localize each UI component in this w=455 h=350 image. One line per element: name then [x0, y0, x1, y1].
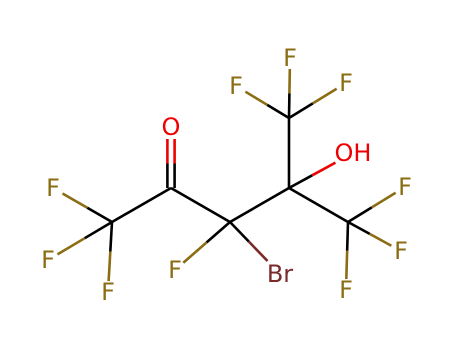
atom-label-f5: F — [229, 72, 243, 100]
atom-label-o1: O — [162, 113, 181, 141]
atom-label-f2: F — [41, 246, 55, 274]
atom-label-br1: Br — [267, 260, 293, 288]
bond-c4-o2-half-b — [311, 161, 337, 177]
bond-c3-f4-half-a — [205, 221, 231, 244]
atom-label-f4: F — [168, 256, 182, 284]
bond-c5-f7-half-a — [288, 102, 314, 120]
atom-label-f9: F — [394, 237, 408, 265]
bond-c6-f8-half-b — [371, 191, 397, 209]
atom-label-f3: F — [101, 278, 115, 306]
bond-c6-f8-half-a — [347, 206, 373, 224]
bond-c1-f1-half-a — [86, 206, 113, 224]
atom-label-f8: F — [398, 173, 412, 201]
bond-c3-c4 — [229, 186, 290, 224]
bond-c3-br1-half-a — [229, 221, 250, 243]
bond-c4-c6 — [288, 186, 349, 224]
bonds-layer — [56, 68, 397, 282]
bond-c2-c3 — [170, 186, 231, 224]
bond-c1-f2-half-b — [56, 237, 86, 256]
bond-c5-f5-half-a — [266, 103, 290, 120]
atom-label-f1: F — [46, 174, 60, 202]
bond-c5-f7-half-b — [312, 87, 338, 105]
bond-c1-f3-half-a — [109, 221, 114, 252]
bond-c4-o2-half-a — [288, 174, 313, 190]
bond-c6-f9-half-a — [347, 220, 371, 236]
atom-label-f7: F — [339, 69, 353, 97]
bond-c1-c2 — [111, 186, 172, 224]
atom-label-f10: F — [339, 276, 353, 304]
bond-c3-f4-half-b — [182, 241, 208, 264]
bond-c6-f9-half-b — [369, 232, 392, 247]
atom-label-f6: F — [283, 44, 297, 72]
bond-c1-f2-half-a — [84, 220, 113, 240]
bond-c1-f1-half-b — [61, 192, 88, 209]
bond-c6-f10-half-b — [345, 250, 349, 280]
bond-c1-f3-half-b — [107, 251, 112, 282]
bond-c6-f10-half-a — [345, 221, 350, 251]
bond-c5-f5-half-b — [244, 90, 268, 106]
atom-label-o2: OH — [335, 139, 372, 167]
bond-c3-br1-half-b — [247, 240, 269, 262]
